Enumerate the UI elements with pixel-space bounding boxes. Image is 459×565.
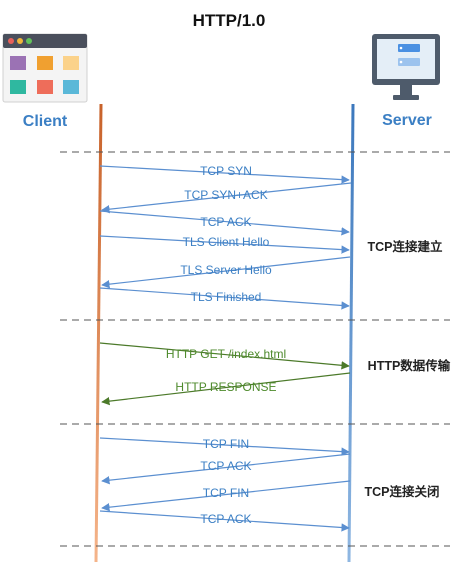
message-tcp-fin-2: TCP FIN	[101, 480, 351, 512]
message-tcp-ack-2: TCP ACK	[101, 453, 351, 485]
message-tcp-syn: TCP SYN	[99, 164, 350, 184]
phase-label-http-transfer: HTTP数据传输	[368, 358, 451, 373]
message-arrow	[101, 182, 352, 214]
message-arrow	[101, 480, 351, 512]
message-tls-client-hello: TLS Client Hello	[99, 235, 350, 254]
message-tls-server-hello: TLS Server Hello	[101, 256, 351, 289]
message-arrow	[101, 453, 351, 485]
message-label: TCP FIN	[203, 437, 249, 451]
phase-label-tcp-close: TCP连接关闭	[364, 484, 439, 499]
message-arrow	[99, 510, 350, 532]
message-label: TCP FIN	[203, 486, 249, 500]
message-label: TCP ACK	[200, 512, 251, 526]
message-tcp-fin: TCP FIN	[99, 437, 350, 456]
message-arrow	[99, 287, 350, 310]
client-lifeline	[94, 103, 103, 563]
message-label: HTTP RESPONSE	[175, 380, 276, 394]
message-arrow	[101, 256, 351, 289]
message-label: TCP SYN+ACK	[184, 188, 267, 202]
message-tcp-ack-3: TCP ACK	[99, 510, 350, 532]
server-lifeline	[347, 103, 355, 563]
message-label: TLS Finished	[191, 290, 262, 304]
message-arrow	[99, 342, 350, 370]
message-arrow	[99, 210, 350, 236]
message-tcp-syn-ack: TCP SYN+ACK	[101, 182, 352, 214]
server-label: Server	[382, 112, 432, 129]
message-arrow	[99, 165, 350, 184]
message-label: TLS Server Hello	[180, 263, 272, 277]
message-http-get: HTTP GET /index.html	[99, 342, 350, 370]
message-tcp-ack: TCP ACK	[99, 210, 350, 236]
message-http-response: HTTP RESPONSE	[101, 372, 351, 406]
diagram-title: HTTP/1.0	[193, 11, 266, 30]
message-tls-finished: TLS Finished	[99, 287, 350, 310]
message-label: TCP SYN	[200, 164, 252, 178]
client-label: Client	[23, 113, 68, 130]
message-arrow	[99, 235, 350, 254]
browser-window-icon	[2, 33, 88, 103]
message-label: TCP ACK	[200, 215, 251, 229]
message-label: HTTP GET /index.html	[166, 347, 286, 361]
message-arrow	[99, 437, 350, 456]
monitor-icon	[372, 34, 440, 100]
message-label: TLS Client Hello	[183, 235, 270, 249]
message-arrow	[101, 372, 351, 406]
phase-label-tcp-open: TCP连接建立	[367, 239, 443, 254]
message-label: TCP ACK	[200, 459, 251, 473]
